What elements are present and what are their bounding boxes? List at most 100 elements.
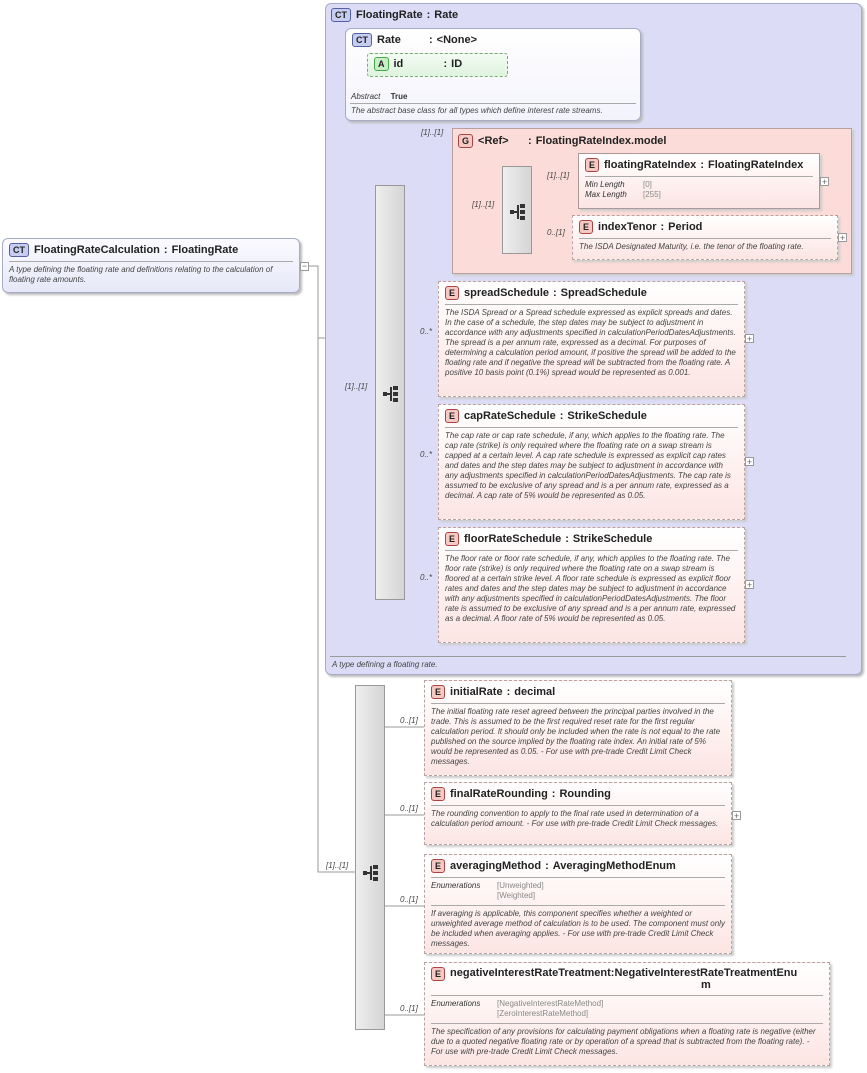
ref-group-mult: [1]..[1]	[421, 128, 444, 137]
element-type: FloatingRateIndex	[707, 159, 804, 171]
floating-rate-name: FloatingRate	[356, 9, 423, 21]
final-rate-rounding-card[interactable]: E finalRateRounding : Rounding The round…	[424, 782, 732, 845]
element-type: AveragingMethodEnum	[552, 860, 676, 872]
separator	[579, 238, 831, 239]
enum-value: [NegativeInterestRateMethod]	[497, 999, 604, 1008]
element-icon: E	[579, 220, 594, 234]
floating-rate-index-card[interactable]: E floatingRateIndex : FloatingRateIndex …	[578, 153, 820, 209]
expand-icon[interactable]: +	[745, 457, 754, 467]
type-separator: :	[506, 686, 511, 698]
sequence-icon	[510, 204, 525, 220]
enumerations-row: Enumerations [NegativeInterestRateMethod…	[431, 999, 823, 1019]
index-tenor-card[interactable]: E indexTenor : Period The ISDA Designate…	[572, 215, 838, 260]
group-icon: G	[458, 134, 474, 148]
enumerations-label: Enumerations	[431, 881, 481, 890]
expand-icon[interactable]: +	[838, 233, 847, 243]
type-separator: :	[545, 860, 549, 872]
sequence-icon	[383, 386, 398, 402]
floating-rate-index-mult: [1]..[1]	[547, 171, 570, 180]
enum-value: [Unweighted]	[497, 881, 544, 890]
element-name: spreadSchedule	[464, 287, 549, 299]
separator	[585, 176, 813, 177]
type-separator: :	[443, 58, 448, 70]
complex-type-icon: CT	[331, 8, 351, 22]
sequence-compositor-2[interactable]	[355, 685, 385, 1030]
ref-type: FloatingRateIndex.model	[535, 135, 667, 147]
spread-schedule-card[interactable]: E spreadSchedule : SpreadSchedule The IS…	[438, 281, 745, 397]
type-separator: :	[610, 967, 615, 979]
element-type-wrap: m	[700, 979, 711, 991]
separator	[9, 261, 293, 262]
spread-schedule-mult: 0..*	[420, 327, 433, 336]
element-name: floorRateSchedule	[464, 533, 562, 545]
id-name: id	[393, 58, 404, 70]
element-icon: E	[431, 967, 446, 981]
element-icon: E	[431, 787, 446, 801]
negative-interest-mult: 0..[1]	[400, 1004, 418, 1013]
type-separator: :	[551, 788, 556, 800]
rate-name: Rate	[377, 34, 401, 46]
floating-rate-calculation-card[interactable]: CT FloatingRateCalculation : FloatingRat…	[2, 238, 300, 293]
separator	[431, 995, 823, 996]
enumerations-row: Enumerations [Unweighted] [Weighted]	[431, 881, 725, 901]
expand-icon[interactable]: +	[732, 811, 741, 821]
separator	[431, 805, 725, 806]
sequence-compositor-ref[interactable]	[502, 166, 532, 254]
abstract-value: True	[390, 92, 408, 101]
element-name: floatingRateIndex	[604, 159, 697, 171]
type-separator: :	[429, 34, 433, 46]
element-desc: The ISDA Designated Maturity, i.e. the t…	[579, 242, 804, 251]
element-icon: E	[445, 286, 460, 300]
element-name: averagingMethod	[450, 860, 542, 872]
element-type: StrikeSchedule	[567, 410, 647, 422]
main-desc: A type defining the floating rate and de…	[9, 265, 273, 284]
element-name: finalRateRounding	[450, 788, 548, 800]
element-desc: The floor rate or floor rate schedule, i…	[445, 554, 736, 623]
element-desc: The specification of any provisions for …	[431, 1027, 816, 1056]
type-separator: :	[660, 221, 665, 233]
expand-icon[interactable]: +	[820, 177, 829, 187]
separator	[445, 427, 738, 428]
type-separator: :	[700, 159, 704, 171]
id-type: ID	[451, 58, 463, 70]
main-name: FloatingRateCalculation	[34, 244, 160, 256]
sequence-compositor-1[interactable]	[375, 185, 405, 600]
separator	[431, 703, 725, 704]
floor-rate-schedule-card[interactable]: E floorRateSchedule : StrikeSchedule The…	[438, 527, 745, 643]
type-separator: :	[559, 410, 564, 422]
id-attribute[interactable]: A id : ID	[367, 53, 508, 77]
separator	[431, 905, 725, 906]
collapse-icon[interactable]: −	[300, 261, 309, 271]
element-desc: The initial floating rate reset agreed b…	[431, 707, 721, 766]
floating-rate-desc: A type defining a floating rate.	[332, 660, 438, 669]
rate-separator	[350, 103, 636, 104]
initial-rate-card[interactable]: E initialRate : decimal The initial floa…	[424, 680, 732, 776]
cap-rate-schedule-mult: 0..*	[420, 450, 433, 459]
cap-rate-schedule-card[interactable]: E capRateSchedule : StrikeSchedule The c…	[438, 404, 745, 520]
element-icon: E	[585, 158, 600, 172]
averaging-method-mult: 0..[1]	[400, 895, 418, 904]
negative-interest-rate-treatment-card[interactable]: E negativeInterestRateTreatment : Negati…	[424, 962, 830, 1066]
element-type: decimal	[514, 686, 556, 698]
element-name: indexTenor	[598, 221, 657, 233]
enumerations-label: Enumerations	[431, 999, 481, 1008]
min-length-row: Min Length[0]	[585, 180, 813, 190]
type-separator: :	[553, 287, 557, 299]
index-tenor-mult: 0..[1]	[547, 228, 565, 237]
averaging-method-card[interactable]: E averagingMethod : AveragingMethodEnum …	[424, 854, 732, 954]
element-desc: The rounding convention to apply to the …	[431, 809, 719, 828]
element-icon: E	[431, 685, 446, 699]
attribute-icon: A	[374, 57, 389, 71]
seq1-mult: [1]..[1]	[345, 382, 368, 391]
floor-rate-schedule-mult: 0..*	[420, 573, 433, 582]
element-name: capRateSchedule	[464, 410, 556, 422]
element-type: Period	[668, 221, 703, 233]
expand-icon[interactable]: +	[745, 580, 754, 590]
type-separator: :	[565, 533, 569, 545]
abstract-row: Abstract True	[351, 92, 407, 102]
complex-type-icon: CT	[9, 243, 29, 257]
type-separator: :	[426, 9, 431, 21]
min-length-value: [0]	[643, 180, 652, 189]
expand-icon[interactable]: +	[745, 334, 754, 344]
element-desc: The ISDA Spread or a Spread schedule exp…	[445, 308, 736, 377]
